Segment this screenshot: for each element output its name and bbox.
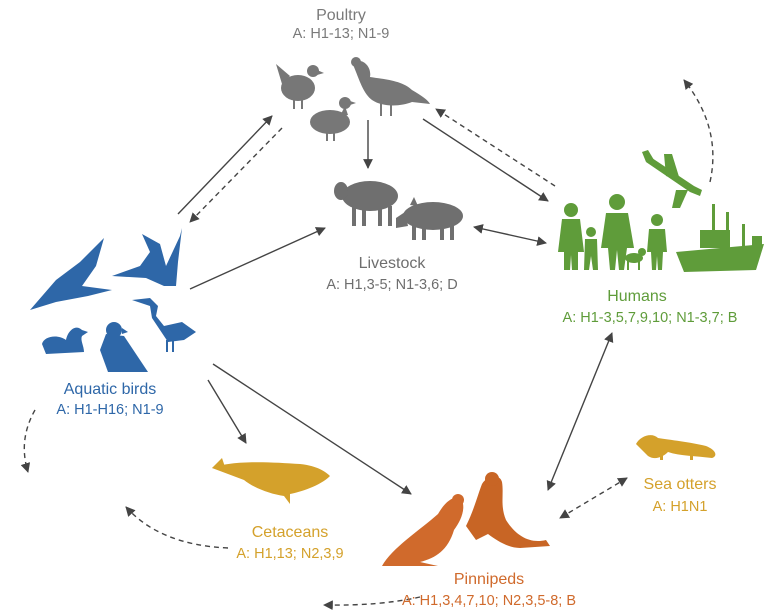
livestock-name: Livestock bbox=[359, 255, 427, 272]
arrow-otters-pinnipeds-dashed bbox=[560, 478, 627, 518]
arrow-birds-to-cetaceans bbox=[208, 380, 246, 443]
arrow-birds-outward-dashed bbox=[24, 410, 35, 472]
pinnipeds-group bbox=[382, 472, 550, 566]
turkey-icon bbox=[351, 57, 430, 116]
arrow-humans-pinnipeds bbox=[548, 333, 612, 490]
pinnipeds-name: Pinnipeds bbox=[454, 571, 524, 588]
duck-icon bbox=[310, 97, 356, 141]
arrow-humans-to-poultry-dashed bbox=[436, 109, 555, 186]
arrow-cetaceans-outward-dashed bbox=[126, 507, 228, 548]
cetaceans-name: Cetaceans bbox=[252, 524, 329, 541]
ship-icon bbox=[676, 204, 764, 272]
sheep-icon bbox=[334, 181, 398, 226]
arrow-birds-to-poultry bbox=[178, 116, 272, 214]
cetaceans-subtypes: A: H1,13; N2,3,9 bbox=[236, 546, 343, 562]
humans-name: Humans bbox=[607, 288, 667, 305]
arrow-humans-outward-dashed bbox=[684, 80, 713, 182]
sea-otters-group bbox=[636, 435, 715, 460]
seal-icon bbox=[382, 494, 464, 566]
sea-otters-name: Sea otters bbox=[644, 476, 717, 493]
sea-lion-icon bbox=[466, 472, 550, 548]
airplane-icon bbox=[642, 150, 702, 208]
humans-subtypes: A: H1-3,5,7,9,10; N1-3,7; B bbox=[563, 310, 738, 326]
arrow-poultry-to-humans bbox=[423, 119, 548, 201]
arrow-livestock-humans bbox=[474, 227, 546, 243]
heron-icon bbox=[132, 298, 196, 352]
cetaceans-group bbox=[212, 458, 330, 504]
humans-group bbox=[558, 150, 764, 272]
chicken-icon bbox=[276, 64, 324, 109]
dog-icon bbox=[625, 248, 646, 270]
arrow-poultry-to-birds-dashed bbox=[190, 128, 282, 222]
pig-icon bbox=[396, 197, 463, 240]
flying-gull-icon bbox=[112, 228, 182, 286]
whale-icon bbox=[212, 458, 330, 504]
poultry-group bbox=[276, 57, 430, 141]
poultry-subtypes: A: H1-13; N1-9 bbox=[293, 26, 390, 42]
swimming-duck-icon bbox=[42, 328, 88, 354]
pinnipeds-subtypes: A: H1,3,4,7,10; N2,3,5-8; B bbox=[402, 593, 576, 609]
aquatic-birds-subtypes: A: H1-H16; N1-9 bbox=[56, 402, 163, 418]
poultry-name: Poultry bbox=[316, 7, 366, 24]
family-icon bbox=[558, 194, 667, 270]
otter-icon bbox=[636, 435, 715, 460]
aquatic-birds-name: Aquatic birds bbox=[64, 381, 157, 398]
sea-otters-subtypes: A: H1N1 bbox=[653, 499, 708, 515]
livestock-subtypes: A: H1,3-5; N1-3,6; D bbox=[326, 277, 457, 293]
flying-bird-icon bbox=[30, 238, 112, 310]
puffin-icon bbox=[100, 322, 148, 372]
arrow-birds-to-livestock bbox=[190, 228, 325, 289]
livestock-group bbox=[334, 181, 463, 240]
aquatic-birds-group bbox=[30, 228, 196, 372]
